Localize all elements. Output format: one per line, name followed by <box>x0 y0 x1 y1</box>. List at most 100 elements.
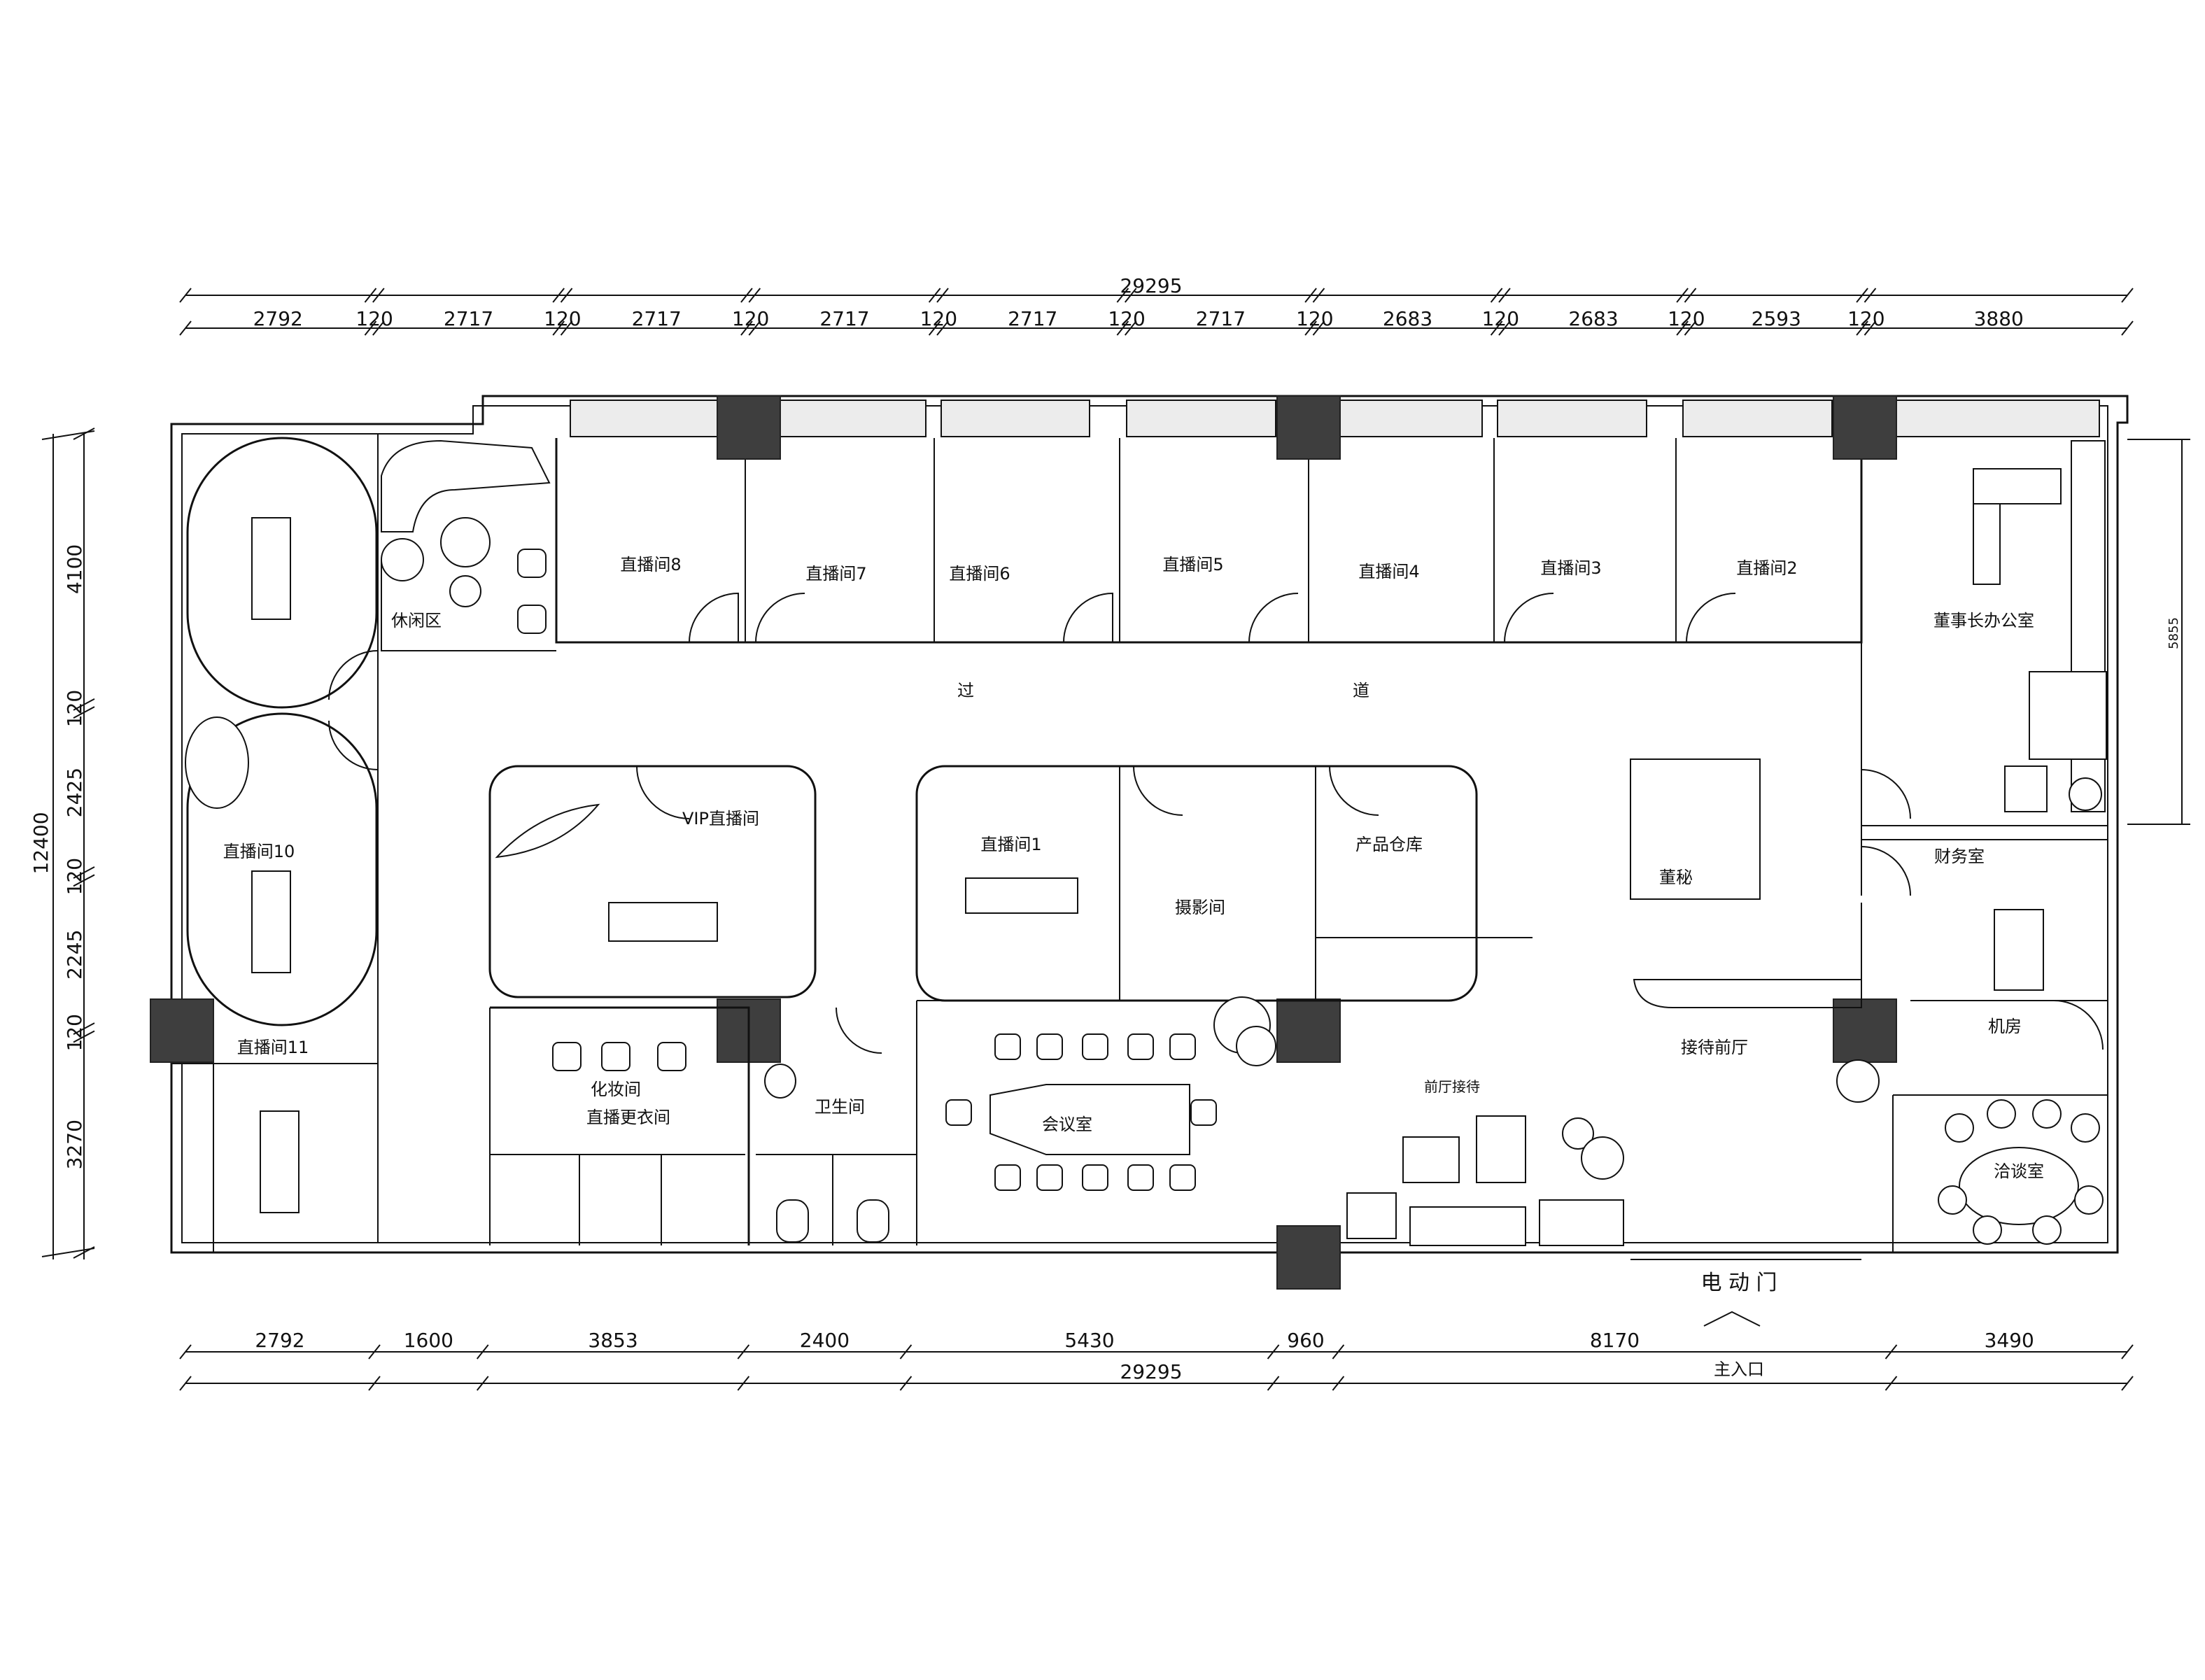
dimension-tick <box>2121 1344 2134 1360</box>
dimension-tick <box>1864 320 1877 336</box>
chair-icon <box>2074 1185 2104 1215</box>
dimension-tick <box>2121 320 2134 336</box>
dimension-tick <box>740 320 753 336</box>
chair-icon <box>1938 1185 1967 1215</box>
label-vip: VIP直播间 <box>682 809 759 828</box>
top-dimension-segment: 120 <box>1668 307 1705 330</box>
dimension-tick <box>1124 288 1137 303</box>
dimension-tick <box>73 706 95 719</box>
dimension-tick <box>73 874 95 887</box>
dimension-tick <box>179 288 192 303</box>
structural-columns <box>150 395 1897 1290</box>
bottom-dimension-segment: 2792 <box>255 1329 304 1352</box>
dimension-tick <box>748 320 761 336</box>
label-reception-sub: 前厅接待 <box>1424 1078 1480 1095</box>
top-dimension-segment: 120 <box>920 307 957 330</box>
dimension-tick <box>737 1344 750 1360</box>
left-dimension-segment: 2245 <box>63 930 86 980</box>
label-live6: 直播间6 <box>949 564 1010 584</box>
bottom-dimension-segment: 8170 <box>1590 1329 1640 1352</box>
dimension-tick <box>1267 1344 1280 1360</box>
chair-icon <box>994 1164 1021 1191</box>
dimension-tick <box>179 1344 192 1360</box>
dimension-tick <box>73 866 95 879</box>
dimension-tick <box>560 288 573 303</box>
left-rooms <box>171 434 379 1252</box>
left-dimension-segment: 120 <box>63 858 86 895</box>
top-dimension-segment: 2717 <box>1196 307 1246 330</box>
label-meeting: 会议室 <box>1042 1115 1092 1134</box>
dimension-tick <box>2121 288 2134 303</box>
dimension-tick <box>73 1030 95 1043</box>
top-dimension-segment: 2792 <box>253 307 303 330</box>
dimension-tick <box>1332 1376 1345 1391</box>
dimension-tick <box>1498 288 1511 303</box>
chair-icon <box>1127 1164 1154 1191</box>
dimension-tick <box>1312 320 1325 336</box>
top-dimension-segment: 3880 <box>1974 307 2024 330</box>
reception-area <box>1346 1059 1880 1260</box>
lower-left-rooms <box>489 1001 917 1245</box>
label-live7: 直播间7 <box>805 564 866 584</box>
label-live11: 直播间11 <box>237 1038 309 1057</box>
top-dimension-segment: 2683 <box>1568 307 1618 330</box>
dimension-tick <box>364 320 377 336</box>
dimension-tick <box>1885 1376 1898 1391</box>
dimension-tick <box>928 288 941 303</box>
chair-icon <box>1082 1033 1108 1060</box>
label-lounge: 休闲区 <box>391 611 442 630</box>
chair-icon <box>994 1033 1021 1060</box>
dimension-tick <box>368 1344 381 1360</box>
dimension-tick <box>899 1376 913 1391</box>
chair-icon <box>1036 1164 1063 1191</box>
dimension-tick <box>1676 288 1689 303</box>
dimension-tick <box>552 320 565 336</box>
left-total-dimension: 12400 <box>29 812 52 874</box>
bottom-dimension-segment: 2400 <box>800 1329 850 1352</box>
chair-icon <box>2032 1099 2062 1129</box>
dimension-tick <box>476 1376 489 1391</box>
middle-rooms <box>488 765 1533 1002</box>
dimension-tick <box>748 288 761 303</box>
top-dimension-segment: 120 <box>1482 307 1519 330</box>
facade-glass <box>570 400 2100 437</box>
label-finance: 财务室 <box>1934 847 1985 866</box>
top-dimension-segment: 2717 <box>632 307 682 330</box>
label-changing: 直播更衣间 <box>586 1108 670 1127</box>
label-negotiation: 洽谈室 <box>1994 1162 2044 1181</box>
top-dimension-segment: 2717 <box>819 307 869 330</box>
dimension-tick <box>928 320 941 336</box>
right-dimension: 5855 <box>2127 439 2190 825</box>
dimension-tick <box>73 428 95 440</box>
dimension-tick <box>1267 1376 1280 1391</box>
main-entrance: 电 动 门 主入口 <box>1700 1271 1777 1379</box>
label-corridor-a: 过 <box>957 681 974 700</box>
top-dimension-segment: 2683 <box>1383 307 1432 330</box>
electric-door-label: 电 动 门 <box>1700 1271 1777 1295</box>
top-dimension-segment: 120 <box>1108 307 1145 330</box>
left-dimension-segment: 2425 <box>63 768 86 817</box>
bottom-total-dimension: 29295 <box>1120 1360 1182 1383</box>
chair-icon <box>2032 1215 2062 1245</box>
label-live8: 直播间8 <box>620 555 681 574</box>
top-live-rooms <box>555 438 1863 896</box>
label-live5: 直播间5 <box>1162 555 1223 574</box>
dimension-tick <box>1684 320 1697 336</box>
outer-walls <box>170 395 2129 1254</box>
dimension-tick <box>73 1022 95 1036</box>
dimension-tick <box>179 1376 192 1391</box>
dimension-tick <box>364 288 377 303</box>
dimension-tick <box>1332 1344 1345 1360</box>
chair-icon <box>1036 1033 1063 1060</box>
bottom-dimension-segment: 3490 <box>1985 1329 2034 1352</box>
label-server-room: 机房 <box>1988 1017 2022 1036</box>
left-dimension-segment: 120 <box>63 1014 86 1051</box>
top-dimension-segment: 120 <box>1847 307 1885 330</box>
chair-icon <box>1127 1033 1154 1060</box>
dimension-tick <box>936 320 949 336</box>
bottom-dimension-segment: 5430 <box>1064 1329 1114 1352</box>
dimension-tick <box>1684 288 1697 303</box>
chair-icon <box>1945 1113 1974 1143</box>
